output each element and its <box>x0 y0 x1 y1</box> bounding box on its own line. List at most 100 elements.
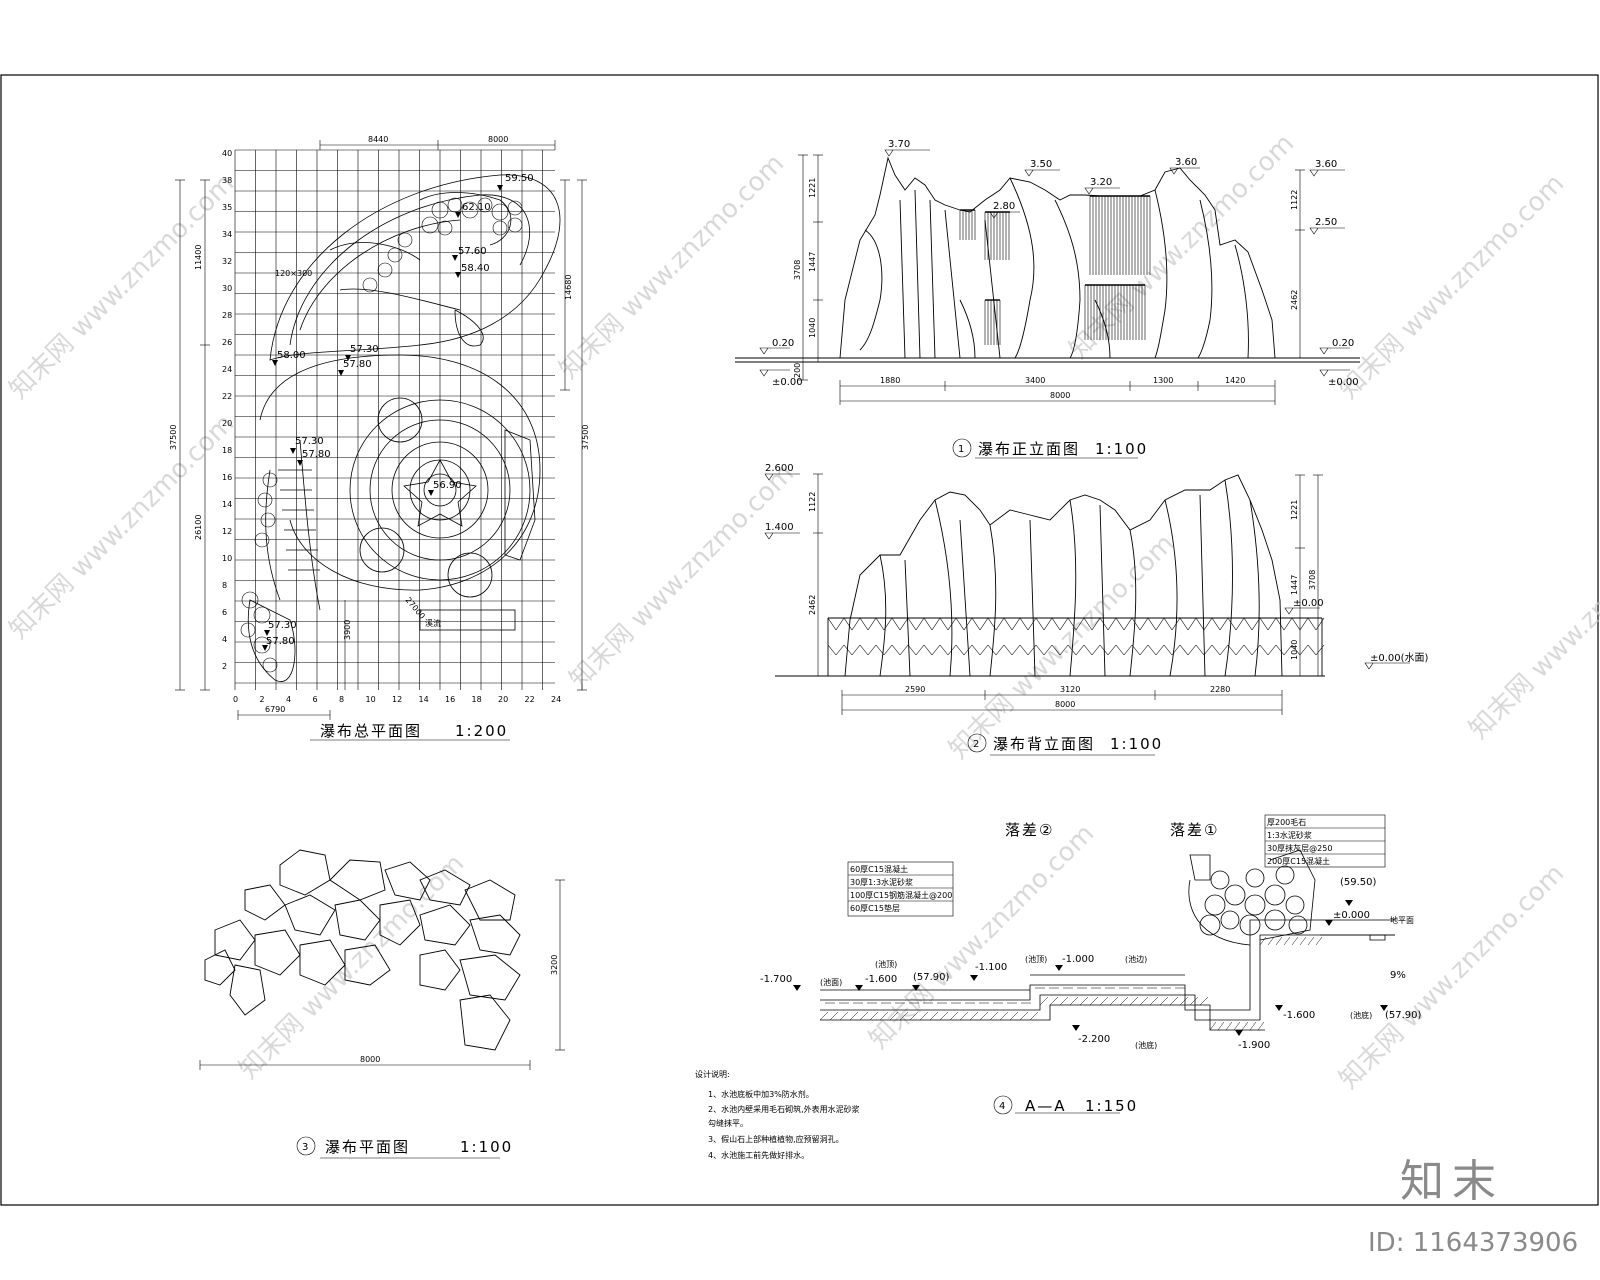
peak-label: 3.60 <box>1175 157 1197 168</box>
back-right-dim: 3708 <box>1308 570 1317 590</box>
section-level: (57.90) <box>913 972 950 983</box>
front-bottom-dim: 3400 <box>1025 376 1045 385</box>
note-line: 3、假山石上部种植植物,应预留洞孔。 <box>708 1134 844 1144</box>
plan-x-tick: 16 <box>445 695 455 704</box>
plan-features <box>247 174 561 682</box>
plan-x-tick: 24 <box>551 695 561 704</box>
plan-x-tick: 8 <box>339 695 344 704</box>
elevation-label: 62.10 <box>462 202 491 213</box>
section-level: -1.600 <box>1283 1010 1315 1021</box>
level-label: ±0.00 <box>772 377 803 388</box>
peak-label: 3.70 <box>888 139 910 150</box>
dim-left-lower: 26100 <box>194 515 203 540</box>
section-number: 4 <box>999 1101 1005 1112</box>
plan-x-tick: 4 <box>286 695 291 704</box>
drop-label-1: 落差① <box>1170 821 1219 839</box>
watermark: 知末网 www.znzmo.com <box>944 529 1180 765</box>
back-bottom-dim: 3120 <box>1060 685 1080 694</box>
back-level-label: ±0.00 <box>1293 598 1324 609</box>
plan-dimensions <box>175 140 587 741</box>
plan-elevation-labels: 59.50 62.10 57.60 58.40 58.00 57.30 57.8… <box>266 173 534 647</box>
plan-y-tick: 12 <box>222 527 232 536</box>
layer-left: 100厚C15钢筋混凝土@200 <box>850 890 952 900</box>
section-tag: (池面) <box>820 977 842 987</box>
plan-total-caption: 瀑布总平面图 <box>320 722 422 740</box>
dim-mid-a: 3900 <box>343 620 352 640</box>
section-level: -1.700 <box>760 974 792 985</box>
waterfall-lines <box>959 195 1151 345</box>
dim-right-upper: 14680 <box>564 275 573 300</box>
plan-small-number: 3 <box>302 1142 308 1153</box>
plan-grid <box>234 149 555 690</box>
plan-y-tick: 28 <box>222 311 232 320</box>
back-rock-outline <box>775 474 1325 677</box>
plan-cobbles <box>240 197 523 673</box>
back-level-label: 1.400 <box>765 522 794 533</box>
watermark: 知末网 www.znzmo.com <box>564 459 800 695</box>
stair-label: 120×300 <box>275 269 312 278</box>
section-hatch <box>819 936 1323 1031</box>
front-bottom-dim: 1880 <box>880 376 900 385</box>
plan-y-tick: 2 <box>222 662 227 671</box>
drop-label-2: 落差② <box>1005 821 1054 839</box>
plan-small-width: 8000 <box>360 1055 380 1064</box>
front-dimensions <box>798 154 1305 459</box>
plan-small-rocks <box>204 849 521 1051</box>
plan-y-tick: 20 <box>222 419 232 428</box>
watermark: 知末网 www.znzmo.com <box>1334 859 1570 1095</box>
front-right-dim: 2462 <box>1290 290 1299 310</box>
section-level: -1.600 <box>865 974 897 985</box>
front-bottom-dim: 1420 <box>1225 376 1245 385</box>
note-line: 2、水池内壁采用毛石砌筑,外表用水泥砂浆 <box>708 1104 860 1114</box>
plan-y-tick: 6 <box>222 608 227 617</box>
elevation-label: 57.80 <box>266 636 295 647</box>
section-tag: 9% <box>1390 970 1406 981</box>
plan-x-tick: 2 <box>260 695 265 704</box>
dim-top-b: 8000 <box>488 135 508 144</box>
brand-logo: 知末 <box>1400 1156 1504 1207</box>
watermark: 知末网 www.znzmo.com <box>4 169 240 405</box>
front-rock-outline <box>735 156 1360 363</box>
back-left-dim: 1122 <box>808 492 817 512</box>
plan-y-tick: 22 <box>222 392 232 401</box>
front-level-labels: 3.70 3.50 3.20 2.80 3.60 3.60 2.50 0.20 … <box>772 139 1359 388</box>
plan-x-tick: 12 <box>392 695 402 704</box>
plan-y-tick: 24 <box>222 365 232 374</box>
plan-y-tick: 4 <box>222 635 227 644</box>
back-elevation: 2.600 1.400 ±0.00 ±0.00(水面) 1122 2462 12… <box>764 463 1429 756</box>
back-ground-hatch <box>827 617 1325 656</box>
notes-title: 设计说明: <box>695 1069 730 1079</box>
plan-y-tick: 40 <box>222 149 232 158</box>
plan-y-tick: 34 <box>222 230 232 239</box>
plan-x-tick: 10 <box>366 695 376 704</box>
back-number: 2 <box>973 739 979 750</box>
section-level: ±0.000 <box>1333 910 1370 921</box>
watermark: 知末网 www.znzmo.com <box>1334 169 1570 405</box>
section-level: (57.90) <box>1385 1010 1422 1021</box>
level-label: 0.20 <box>1332 338 1354 349</box>
elevation-label: 57.80 <box>343 359 372 370</box>
section-layer-tables <box>847 814 1386 1115</box>
back-bottom-dim: 2590 <box>905 685 925 694</box>
plan-small-dims <box>199 879 565 1159</box>
front-number: 1 <box>958 444 964 455</box>
section-tag: (池顶) <box>1025 954 1047 964</box>
front-scale: 1:100 <box>1095 440 1148 458</box>
front-right-dim: 1122 <box>1290 190 1299 210</box>
back-caption: 瀑布背立面图 <box>993 735 1095 753</box>
plan-y-tick: 35 <box>222 203 232 212</box>
dim-bottom: 6790 <box>265 705 285 714</box>
front-level-markers <box>759 149 1350 377</box>
back-level-markers <box>764 473 1410 756</box>
section-aa: 60厚C15混凝土 30厚1:3水泥砂浆 100厚C15钢筋混凝土@200 60… <box>695 814 1422 1160</box>
front-left-dim: 1447 <box>808 252 817 272</box>
elevation-label: 56.90 <box>433 480 462 491</box>
section-tag: (池底) <box>1135 1040 1157 1050</box>
section-level: -1.000 <box>1062 954 1094 965</box>
watermark: 知末网 www.znzmo.com <box>554 149 790 385</box>
elevation-label: 57.30 <box>268 620 297 631</box>
back-right-dim: 1221 <box>1290 500 1299 520</box>
level-label: 0.20 <box>772 338 794 349</box>
